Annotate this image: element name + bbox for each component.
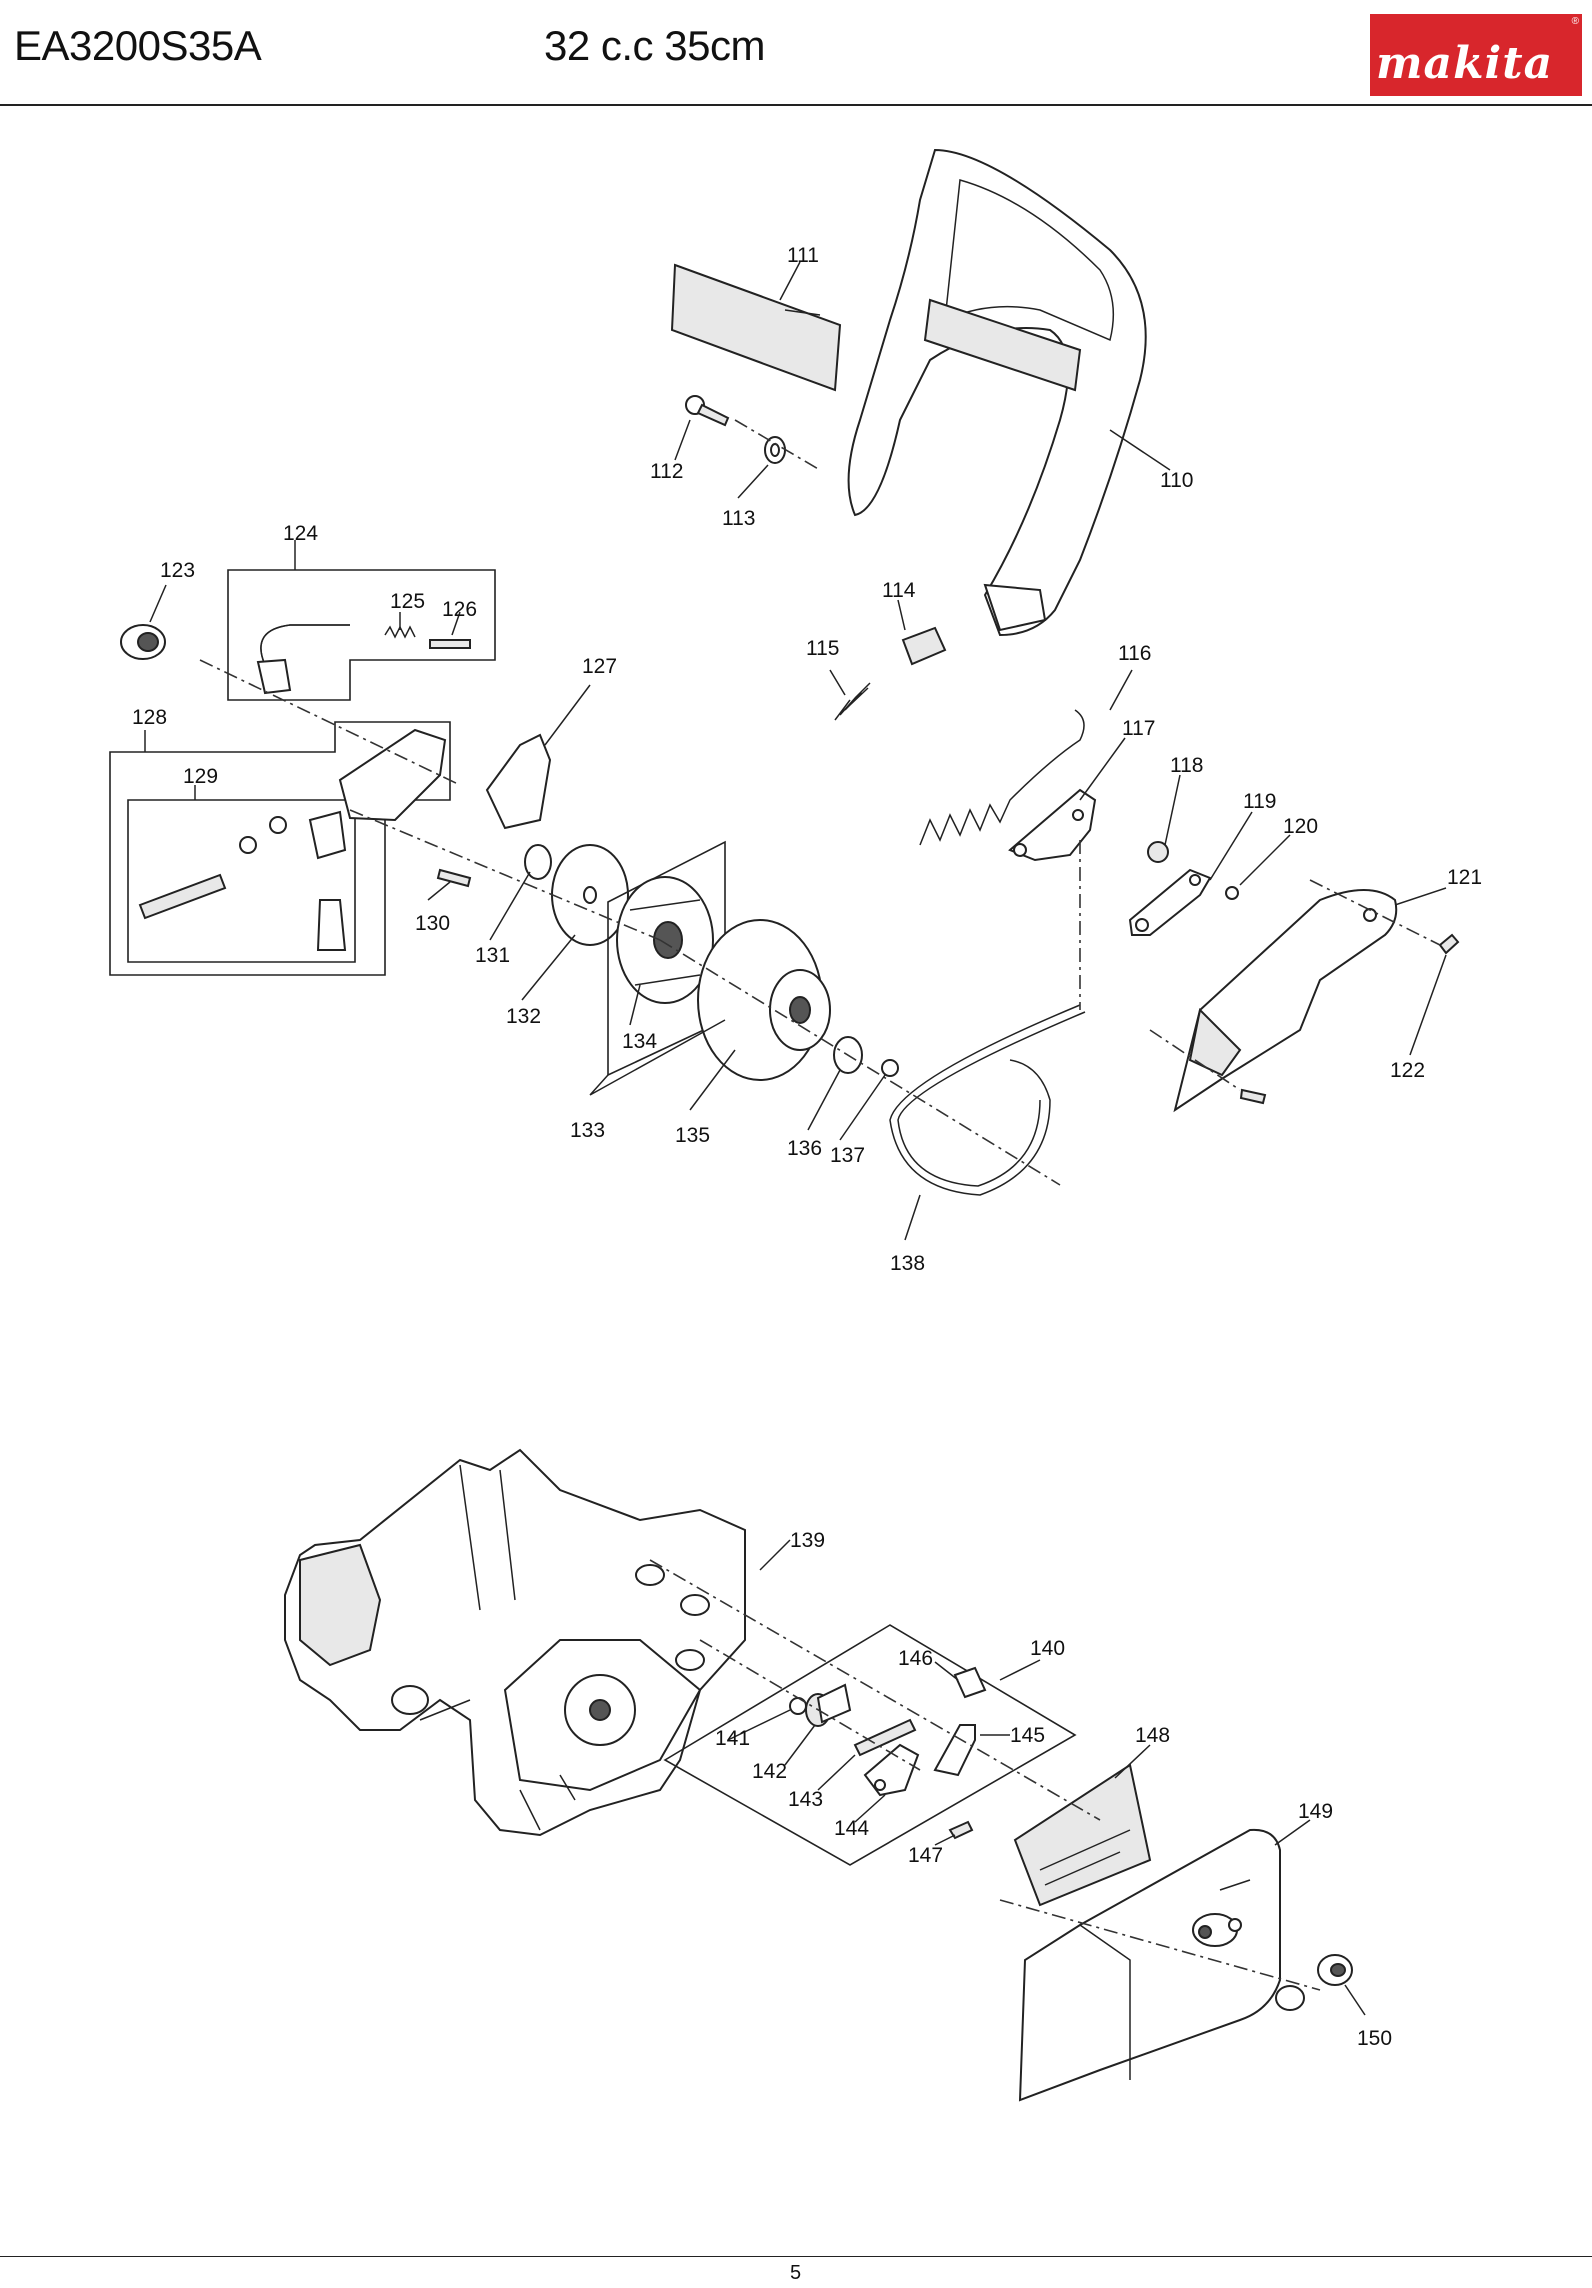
brake-band	[889, 1004, 1086, 1196]
callout-124: 124	[283, 522, 318, 545]
screw-122	[1438, 933, 1460, 955]
oring-129a	[239, 836, 257, 854]
header-divider	[0, 104, 1592, 106]
clutch-134	[616, 876, 714, 1004]
brand-logo-text: makita	[1376, 38, 1554, 89]
callout-139: 139	[790, 1529, 825, 1552]
pin-126	[429, 639, 471, 649]
front-handle	[847, 148, 1147, 637]
callout-114: 114	[882, 579, 916, 602]
callout-123: 123	[160, 559, 195, 582]
callout-122: 122	[1390, 1059, 1425, 1082]
callout-128: 128	[132, 706, 167, 729]
callout-136: 136	[787, 1137, 822, 1160]
callout-129: 129	[183, 765, 218, 788]
callout-116: 116	[1118, 642, 1151, 665]
model-number: EA3200S35A	[14, 22, 262, 69]
callout-121: 121	[1447, 866, 1482, 889]
callout-120: 120	[1283, 815, 1318, 838]
screw-122b	[1239, 1088, 1267, 1105]
worm-gear	[805, 1683, 852, 1727]
callout-132: 132	[506, 1005, 541, 1028]
page-number: 5	[790, 2262, 802, 2284]
spring-115	[834, 682, 871, 721]
callout-137: 137	[830, 1144, 865, 1167]
pump-valve	[316, 899, 347, 951]
callout-138: 138	[890, 1252, 925, 1275]
callout-112: 112	[650, 460, 683, 483]
tension-spring	[919, 709, 1085, 846]
washer-131	[524, 844, 552, 880]
callout-141: 141	[715, 1727, 750, 1750]
sprocket-cover	[1018, 1828, 1281, 2102]
callout-127: 127	[582, 655, 617, 678]
callout-147: 147	[908, 1844, 943, 1867]
brake-plate	[1128, 868, 1212, 936]
oil-pump-body	[863, 1743, 920, 1797]
oil-hose	[256, 624, 350, 695]
callout-145: 145	[1010, 1724, 1045, 1747]
bracket-146	[953, 1666, 987, 1699]
oil-pump	[308, 728, 447, 860]
guide-plate	[1013, 1763, 1152, 1907]
callout-110: 110	[1160, 469, 1193, 492]
hand-guard	[1173, 889, 1398, 1113]
nut-123	[120, 624, 166, 660]
callout-135: 135	[675, 1124, 710, 1147]
callout-111: 111	[787, 244, 819, 267]
screw-112	[685, 395, 730, 427]
callout-118: 118	[1170, 754, 1203, 777]
callout-115: 115	[806, 637, 839, 660]
callout-150: 150	[1357, 2027, 1392, 2050]
worm-shaft	[138, 873, 227, 920]
brand-logo: makita ®	[1370, 14, 1582, 96]
rubber-block	[901, 626, 947, 666]
callout-146: 146	[898, 1647, 933, 1670]
callout-148: 148	[1135, 1724, 1170, 1747]
callout-113: 113	[722, 507, 755, 530]
callout-142: 142	[752, 1760, 787, 1783]
brake-lever	[1008, 788, 1097, 862]
callout-140: 140	[1030, 1637, 1065, 1660]
washer-113	[764, 436, 786, 464]
handle-label	[670, 263, 842, 392]
bracket-127	[485, 733, 552, 830]
oring-129b	[269, 816, 287, 834]
pump-shaft	[853, 1718, 917, 1757]
footer-divider	[0, 2256, 1592, 2257]
e-clip-120	[1225, 886, 1239, 900]
callout-144: 144	[834, 1817, 869, 1840]
callout-134: 134	[622, 1030, 657, 1053]
callout-126: 126	[442, 598, 477, 621]
bushing-118	[1147, 841, 1169, 863]
callout-131: 131	[475, 944, 510, 967]
registered-mark-icon: ®	[1571, 16, 1579, 27]
callout-125: 125	[390, 590, 425, 613]
bar-nut	[1317, 1954, 1353, 1986]
callout-149: 149	[1298, 1800, 1333, 1823]
clutch-drum	[697, 919, 831, 1081]
callout-119: 119	[1243, 790, 1276, 813]
bracket-145	[933, 1724, 976, 1777]
crankcase	[284, 1448, 746, 1837]
callout-130: 130	[415, 912, 450, 935]
e-clip-137	[881, 1059, 899, 1077]
bar-nut-inner	[1275, 1985, 1305, 2011]
callout-117: 117	[1122, 717, 1155, 740]
screw-130	[436, 868, 472, 888]
callout-133: 133	[570, 1119, 605, 1142]
model-spec: 32 c.c 35cm	[544, 22, 765, 69]
callout-143: 143	[788, 1788, 823, 1811]
